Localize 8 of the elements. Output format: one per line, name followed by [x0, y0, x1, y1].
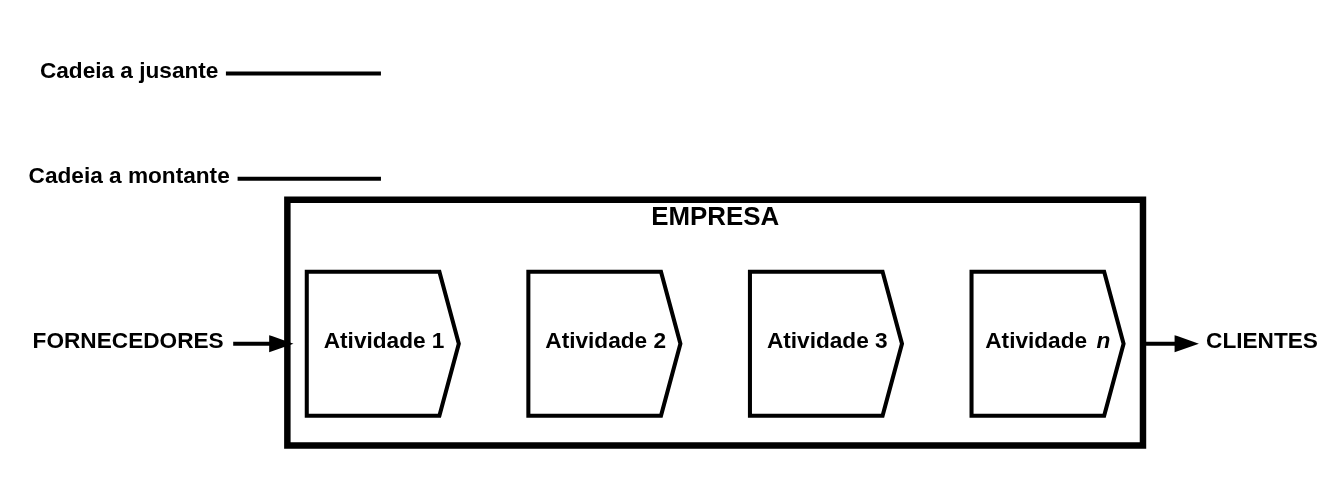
node-text: Cadeia a jusante: [39, 57, 219, 83]
arrow: [1143, 334, 1199, 352]
arrow: [233, 334, 294, 352]
node-text: CLIENTES: [1206, 327, 1318, 353]
node-text: Cadeia a montante: [28, 162, 230, 188]
connector: [237, 176, 381, 181]
connector: [225, 71, 381, 76]
node-text: FORNECEDORES: [32, 327, 224, 353]
